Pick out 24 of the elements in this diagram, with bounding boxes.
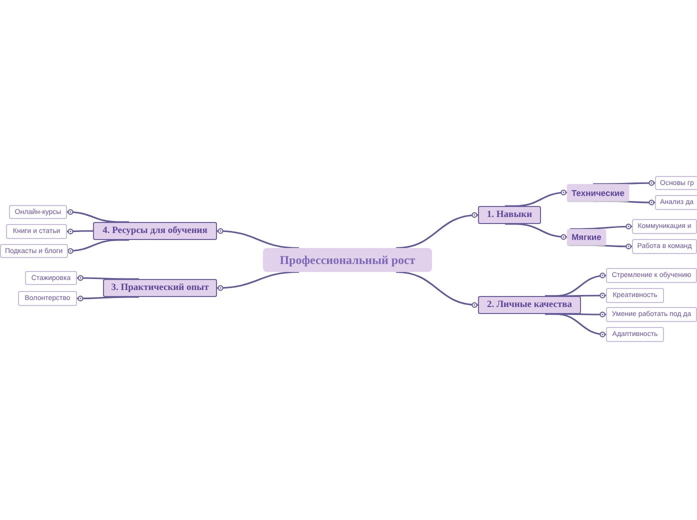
- connector: [396, 212, 478, 249]
- central-topic: Профессиональный рост: [263, 248, 432, 272]
- main-topic: 2. Личные качества: [478, 296, 581, 314]
- connector: [505, 190, 568, 207]
- subtopic: Мягкие: [567, 229, 606, 245]
- subtopic: Технические: [567, 184, 629, 201]
- connector: [570, 244, 632, 250]
- main-topic: 3. Практический опыт: [103, 279, 217, 297]
- main-topic: 4. Ресурсы для обучения: [93, 222, 217, 240]
- connector: [77, 275, 139, 281]
- connector: [66, 239, 129, 254]
- main-topic: 1. Навыки: [478, 206, 541, 224]
- connector: [545, 313, 606, 338]
- connector: [505, 223, 568, 240]
- connector: [570, 224, 632, 230]
- connector: [216, 228, 300, 249]
- connector: [216, 271, 300, 291]
- connector: [77, 296, 139, 302]
- connector: [66, 209, 129, 223]
- connector: [396, 271, 478, 308]
- connector: [593, 180, 655, 186]
- connector: [67, 228, 93, 234]
- connector: [545, 292, 606, 298]
- connector: [593, 200, 655, 206]
